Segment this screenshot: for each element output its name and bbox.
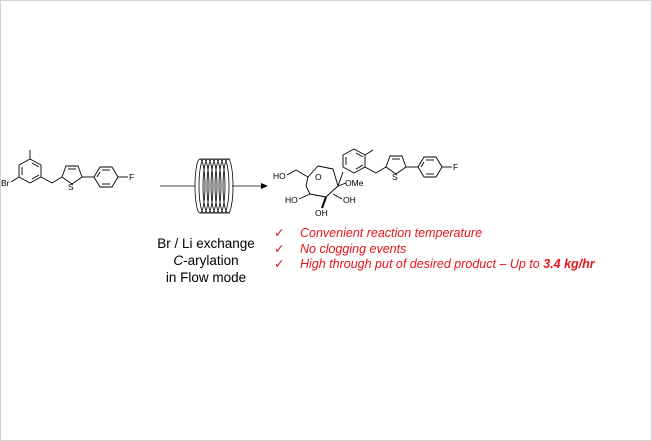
oh-bond-4: [298, 193, 311, 200]
conditions-line-2-rest: -arylation: [183, 253, 239, 268]
reaction-conditions: Br / Li exchange C-arylation in Flow mod…: [140, 235, 272, 286]
product-sugar-ring: [305, 165, 339, 198]
check-icon: ✓: [274, 257, 285, 271]
reactant-fluorophenyl: [93, 166, 119, 188]
benefit-item: ✓ High through put of desired product – …: [274, 257, 649, 273]
check-icon: ✓: [274, 226, 285, 240]
product-oh2-label: OH: [315, 208, 328, 218]
product-oh1-label: OH: [343, 195, 356, 205]
throughput-value: 3.4 kg/hr: [543, 257, 595, 271]
reactant-ch2-bond-2: [51, 176, 63, 184]
reactant-s-label: S: [68, 182, 74, 192]
reactant-f-label: F: [129, 172, 134, 182]
product-s-label: S: [392, 172, 398, 182]
conditions-line-1: Br / Li exchange: [157, 236, 255, 251]
benefit-text: No clogging events: [300, 241, 407, 256]
product-ch2-bond-2: [375, 166, 387, 174]
benefits-list: ✓ Convenient reaction temperature ✓ No c…: [274, 226, 649, 273]
reactant-aryl-ring: [18, 158, 42, 184]
reaction-arrow-head: [261, 183, 268, 189]
benefit-text: High through put of desired product: [300, 257, 496, 271]
product-ring-o-label: O: [315, 172, 322, 182]
conditions-line-2: C-arylation: [140, 252, 272, 269]
flow-reactor-coil: [160, 158, 263, 214]
product-thiophene: [385, 155, 407, 175]
ch2oh-bond-1: [295, 169, 309, 178]
check-icon: ✓: [274, 241, 285, 256]
product-f-label: F: [453, 162, 458, 172]
oh-bond-3: [332, 193, 343, 200]
anomeric-aryl-bond: [337, 171, 344, 187]
reactant-br-label: Br: [1, 178, 10, 188]
reactant-ch2-bond-1: [40, 176, 53, 184]
ch2oh-bond-2: [286, 169, 297, 176]
benefit-item: ✓ Convenient reaction temperature: [274, 226, 649, 242]
product-ome-label: OMe: [345, 178, 364, 188]
product-ch2-bond-1: [364, 166, 377, 174]
ome-bond: [337, 182, 347, 187]
reactant-thiophene: [61, 165, 83, 185]
product-ho-label: HO: [273, 171, 286, 181]
benefit-text: Convenient reaction temperature: [300, 226, 483, 240]
oh-bond-2: [321, 196, 327, 209]
product-fluorophenyl: [417, 156, 443, 178]
reactant-br-bond: [10, 176, 20, 183]
benefit-item: ✓ No clogging events: [274, 242, 649, 258]
throughput-prefix: – Up to: [495, 257, 544, 271]
product-aryl-ring: [342, 148, 366, 174]
product-methyl-bond: [364, 149, 374, 156]
conditions-line-3: in Flow mode: [165, 270, 247, 285]
conditions-c-italic: C: [173, 253, 184, 268]
product-ho2-label: HO: [285, 195, 298, 205]
